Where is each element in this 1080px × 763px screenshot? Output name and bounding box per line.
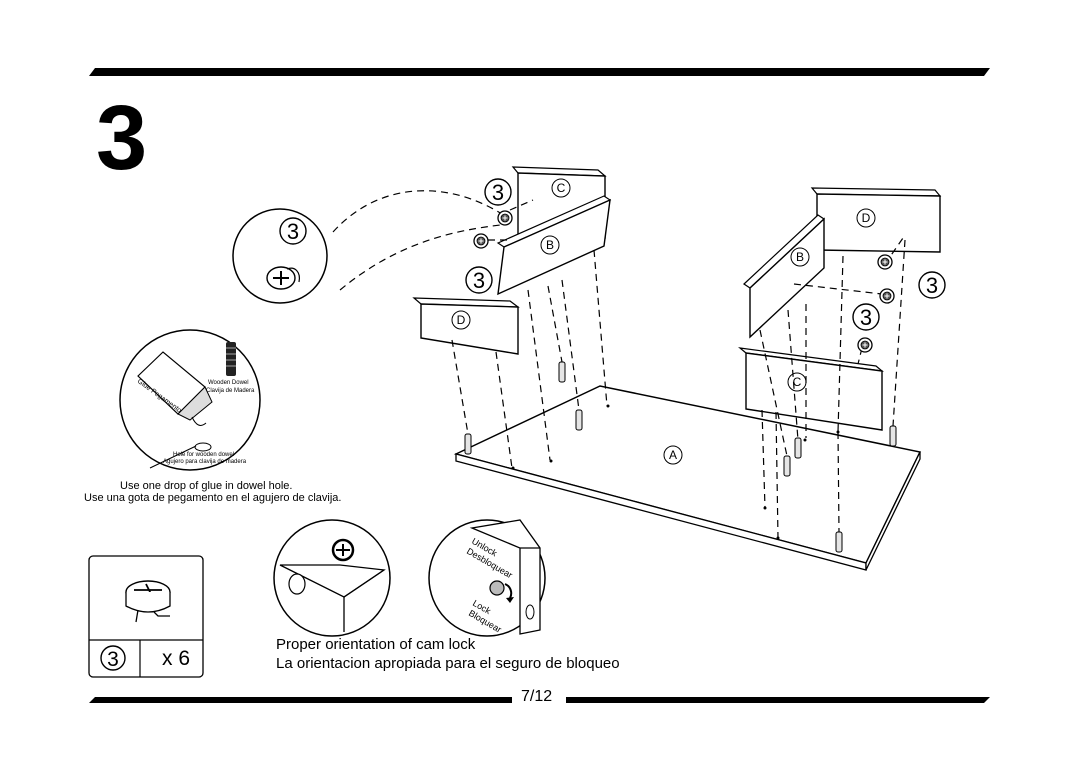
panel-b-right: B: [743, 214, 825, 339]
svg-text:C: C: [793, 375, 802, 389]
svg-text:3: 3: [107, 648, 119, 671]
lock-unlock-callout: [428, 519, 546, 637]
panel-b-left: B: [496, 195, 612, 296]
svg-text:3: 3: [473, 268, 485, 293]
glue-instruction-en: Use one drop of glue in dowel hole.: [120, 480, 293, 492]
top-rule: [89, 68, 990, 76]
cam-orientation-callout: [273, 519, 391, 637]
svg-text:D: D: [862, 211, 871, 225]
hole-label-en: Hole for wooden dowel: [173, 452, 235, 458]
panel-c-right: C: [738, 347, 884, 431]
cam-caption-en: Proper orientation of cam lock: [276, 636, 476, 653]
dowel-label-en: Wooden Dowel: [208, 380, 249, 386]
hardware-box: 3: [88, 555, 204, 678]
svg-text:C: C: [557, 181, 566, 195]
panel-d-right: D: [810, 187, 942, 253]
svg-text:B: B: [796, 250, 804, 264]
bottom-rule-right: [566, 697, 990, 703]
glue-instruction-es: Use una gota de pegamento en el agujero …: [84, 492, 342, 504]
panel-a: A: [453, 385, 922, 571]
bottom-rule-left: [89, 697, 512, 703]
svg-text:3: 3: [926, 273, 938, 298]
assembly-guide-lines: [332, 190, 906, 539]
hardware-quantity: x 6: [162, 647, 191, 670]
svg-text:3: 3: [860, 305, 872, 330]
panel-a-label: A: [669, 448, 677, 462]
svg-text:B: B: [546, 238, 554, 252]
hole-label-es: Agujero para clavija de madera: [163, 459, 247, 465]
svg-text:3: 3: [287, 219, 299, 244]
cam-lock-refs: 3 3 3 3 3: [279, 178, 946, 331]
glue-callout: [119, 329, 261, 471]
cam-zoom-callout: [232, 208, 328, 304]
svg-text:3: 3: [492, 180, 504, 205]
svg-text:D: D: [457, 313, 466, 327]
dowel-label-es: Clavija de Madera: [206, 388, 255, 394]
panel-d-left: D: [412, 297, 520, 355]
cam-caption-es: La orientacion apropiada para el seguro …: [276, 655, 620, 672]
page-number: 7/12: [517, 688, 557, 706]
step-number: 3: [96, 87, 148, 189]
